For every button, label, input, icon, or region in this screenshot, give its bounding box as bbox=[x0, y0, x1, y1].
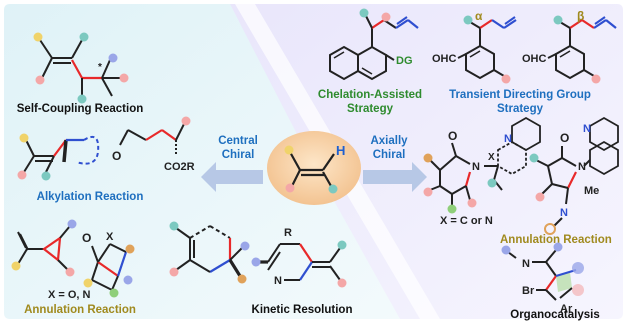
directing-group-label: DG bbox=[396, 55, 413, 67]
chelation-label-line1: Chelation-Assisted bbox=[318, 89, 422, 101]
alpha-label: α bbox=[475, 9, 483, 23]
methyl-group: Me bbox=[584, 185, 599, 197]
x-definition-left: X = O, N bbox=[48, 289, 91, 301]
chelation-naphthalene-structure: DG bbox=[329, 8, 419, 81]
co2r-group: CO2R bbox=[164, 161, 195, 173]
x-atom: X bbox=[106, 231, 114, 243]
ohc-alpha: OHC bbox=[432, 53, 457, 65]
aryl-group: Ar bbox=[560, 303, 573, 315]
pyridone-quinoline-structure: O N N X bbox=[423, 116, 541, 214]
cyclopropane-structure bbox=[11, 219, 77, 277]
axially-label-line1: Axially bbox=[370, 135, 408, 147]
dot-pink bbox=[285, 183, 295, 193]
ohc-beta: OHC bbox=[522, 53, 547, 65]
kinetic-resolution-label: Kinetic Resolution bbox=[252, 304, 353, 316]
alkylation-structure bbox=[17, 133, 100, 181]
arrow-left-shape bbox=[201, 162, 263, 192]
hydrogen-atom: H bbox=[336, 143, 345, 158]
nitrogen-pyrrolone: N bbox=[578, 161, 586, 173]
central-label-line2: Chiral bbox=[222, 149, 255, 161]
oxygen-pyridone: O bbox=[448, 129, 457, 143]
arrow-right bbox=[363, 162, 427, 192]
organocatalysis-label: Organocatalysis bbox=[510, 309, 599, 321]
annulation-right-label: Annulation Reaction bbox=[500, 234, 612, 246]
nitrogen-quinoline-1: N bbox=[504, 133, 512, 145]
pyrrolone-quinoline-structure: O N N Me N bbox=[529, 116, 619, 235]
cyclohexene-structure bbox=[169, 221, 250, 284]
transient-label-line1: Transient Directing Group bbox=[449, 89, 591, 101]
transient-alpha-structure: OHC α bbox=[432, 9, 517, 84]
self-coupling-structure: * bbox=[33, 32, 129, 104]
alkylation-label: Alkylation Reaction bbox=[37, 191, 144, 203]
arrow-left bbox=[201, 162, 263, 192]
nitrogen-quinoline-2: N bbox=[583, 123, 591, 135]
left-panel-background bbox=[4, 4, 400, 319]
r-group: R bbox=[284, 227, 292, 239]
oxygen-atom: O bbox=[112, 149, 121, 163]
spiro-ring-structure: O X bbox=[82, 231, 135, 298]
transient-label-line2: Strategy bbox=[497, 103, 544, 115]
center-alkene-group: H bbox=[267, 131, 361, 205]
nitrogen-imine: N bbox=[560, 207, 568, 219]
dot-yellow bbox=[284, 145, 294, 155]
transient-beta-structure: OHC β bbox=[522, 9, 617, 84]
axially-label-line2: Chiral bbox=[373, 149, 406, 161]
x-definition-right: X = C or N bbox=[440, 215, 493, 227]
beta-label: β bbox=[577, 9, 584, 23]
organocatalysis-structure: N Br Ar bbox=[501, 242, 584, 315]
chelation-label-line2: Strategy bbox=[347, 103, 394, 115]
nitrogen-pyridone: N bbox=[472, 161, 480, 173]
alkylation-chain-structure: O CO2R bbox=[112, 116, 195, 173]
center-oval bbox=[267, 131, 361, 205]
svg-text:*: * bbox=[98, 62, 102, 73]
x-atom-pyridone: X bbox=[488, 152, 495, 163]
nitrogen-atom-kinetic: N bbox=[274, 275, 282, 287]
bromine-atom: Br bbox=[522, 285, 535, 297]
nitrogen-organo: N bbox=[522, 258, 530, 270]
annulation-left-label: Annulation Reaction bbox=[24, 304, 136, 316]
kinetic-resolution-structure: R N bbox=[251, 227, 347, 288]
self-coupling-label: Self-Coupling Reaction bbox=[17, 103, 144, 115]
arrow-right-shape bbox=[363, 162, 427, 192]
oxygen-pyrrolone: O bbox=[560, 131, 569, 145]
central-label-line1: Central bbox=[218, 135, 258, 147]
dot-teal bbox=[328, 184, 338, 194]
oxygen-atom-spiro: O bbox=[82, 231, 91, 245]
